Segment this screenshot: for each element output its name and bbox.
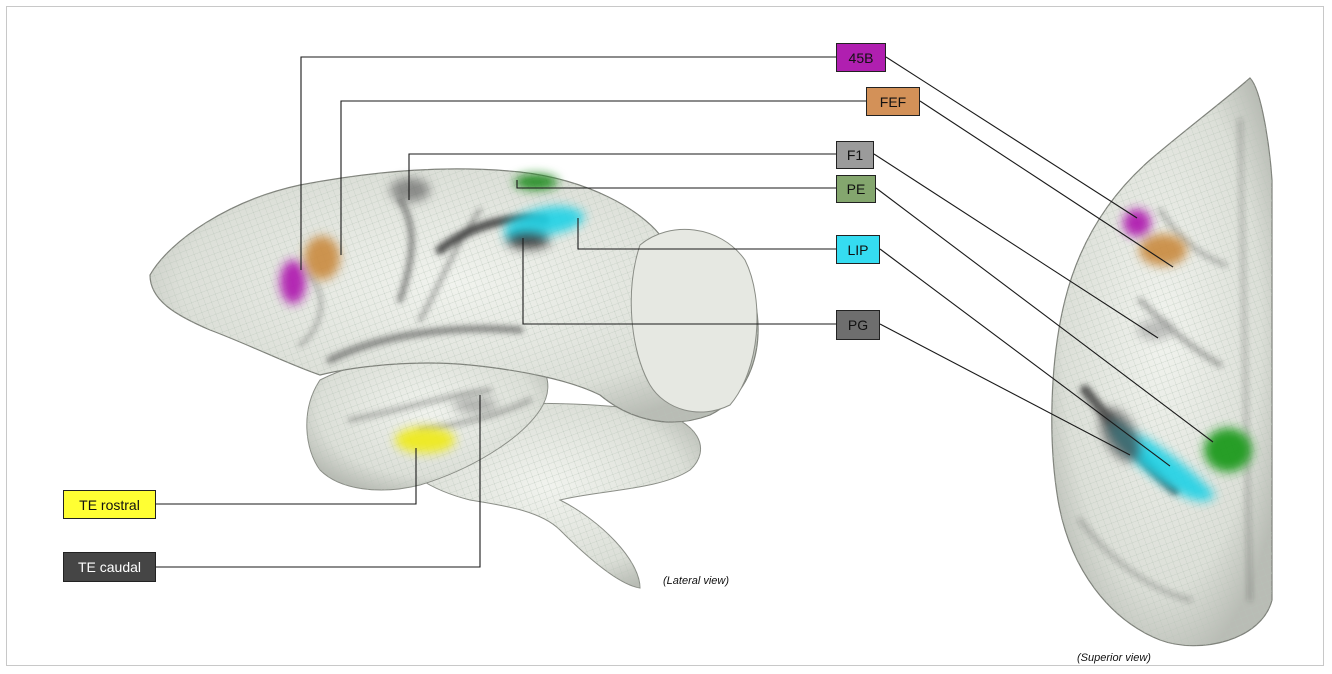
lateral-brain xyxy=(150,169,758,588)
label-pe: PE xyxy=(836,175,876,203)
label-f1: F1 xyxy=(836,141,874,169)
label-te-caudal-text: TE caudal xyxy=(78,559,141,575)
label-lip-text: LIP xyxy=(847,242,868,258)
label-pg-text: PG xyxy=(848,317,868,333)
label-te-rostral: TE rostral xyxy=(63,490,156,519)
label-fef: FEF xyxy=(866,87,920,116)
superior-brain xyxy=(1052,78,1272,646)
label-te-caudal: TE caudal xyxy=(63,552,156,582)
label-f1-text: F1 xyxy=(847,147,863,163)
label-te-rostral-text: TE rostral xyxy=(79,497,140,513)
label-45b-text: 45B xyxy=(849,50,874,66)
label-fef-text: FEF xyxy=(880,94,906,110)
label-lip: LIP xyxy=(836,235,880,264)
label-pe-text: PE xyxy=(847,181,866,197)
label-pg: PG xyxy=(836,310,880,340)
caption-lateral-view: (Lateral view) xyxy=(663,575,729,587)
label-45b: 45B xyxy=(836,43,886,72)
caption-superior-view: (Superior view) xyxy=(1077,652,1151,664)
